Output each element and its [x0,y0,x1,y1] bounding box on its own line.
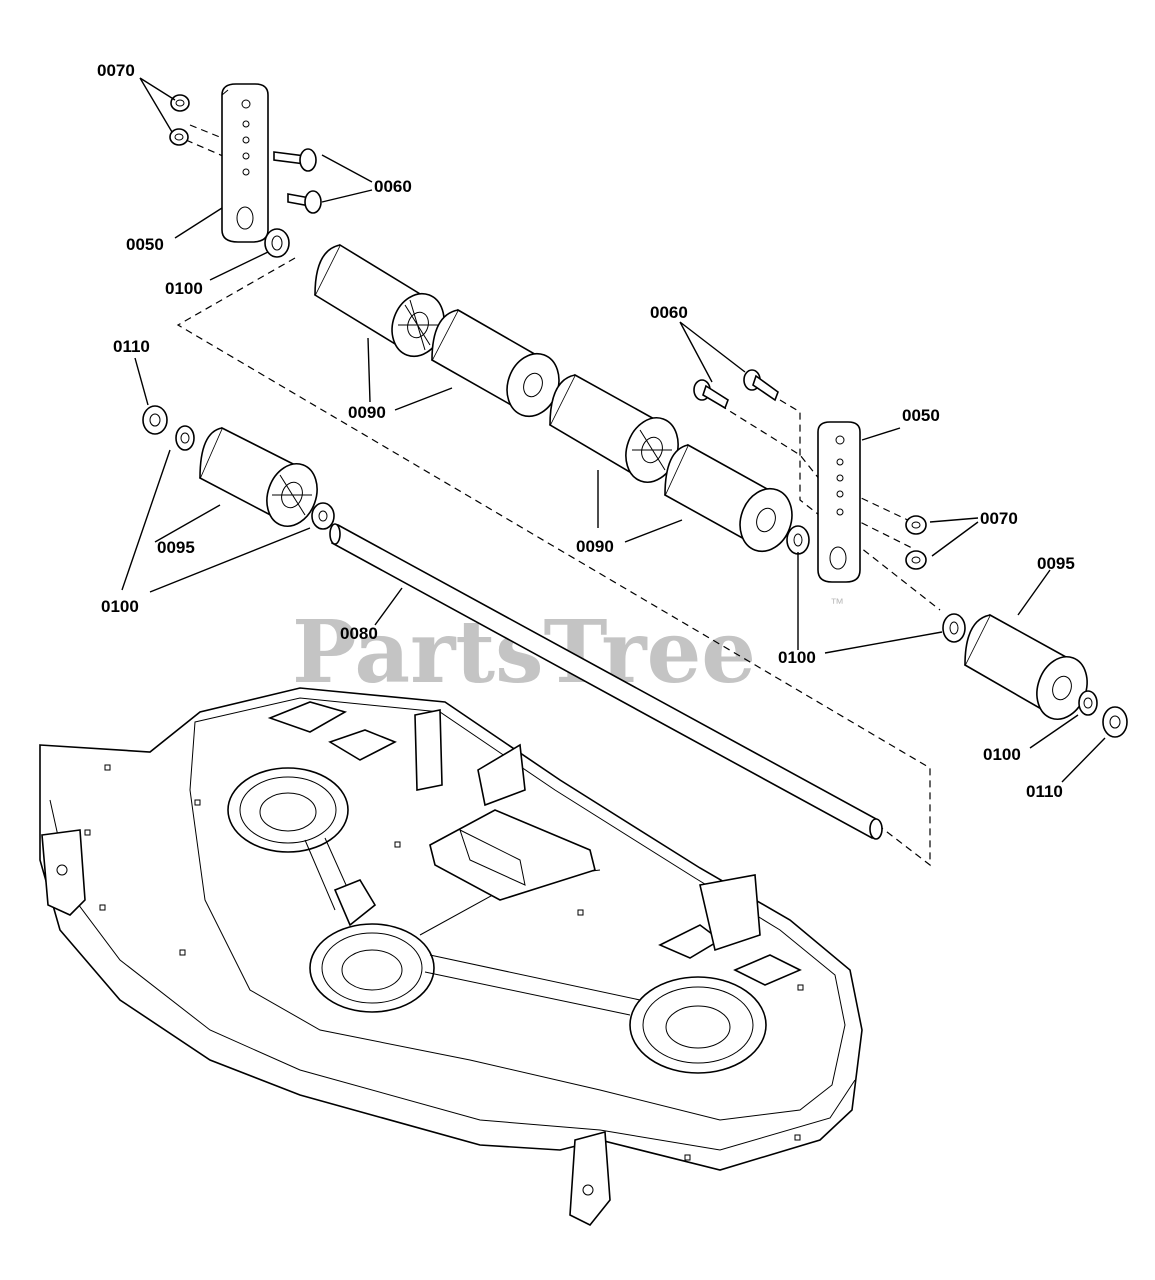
idler-bracket [333,879,377,927]
label-0095-left: 0095 [157,538,195,557]
washer-0100-top [264,228,290,258]
label-0060-left: 0060 [374,177,412,196]
washer-0100-mid [786,525,810,555]
label-0090-right: 0090 [576,537,614,556]
label-0060-right: 0060 [650,303,688,322]
label-0100-left: 0100 [101,597,139,616]
roller-0090-4 [663,443,793,553]
spindle-center [309,923,435,1013]
roller-0090-1 [313,243,445,358]
part-labels: 0070 0060 0050 0100 0110 0090 0095 0100 … [97,61,1075,801]
roller-0090-3 [548,373,679,483]
roller-0090-2 [430,308,560,418]
leader-lines [121,77,1106,783]
shaft-0080 [329,523,883,840]
watermark-text: PartsTree [292,602,756,703]
label-0090-left: 0090 [348,403,386,422]
washer-0100-right-2 [1078,690,1098,716]
rear-hitch-bracket [569,1130,611,1227]
label-0095-right: 0095 [1037,554,1075,573]
spindle-right [629,976,767,1074]
label-0100-right: 0100 [983,745,1021,764]
top-pad-2 [328,729,397,761]
washer-0100-left-1 [175,425,195,451]
bracket-left-0050 [221,83,269,243]
label-0100-top: 0100 [165,279,203,298]
label-0070-right: 0070 [980,509,1018,528]
washer-0100-left-2 [311,502,335,530]
label-0100-mid: 0100 [778,648,816,667]
washer-0100-right-1 [942,613,966,643]
bolts-right-0060 [693,369,779,410]
watermark-trademark: ™ [830,595,844,611]
label-0110-right: 0110 [1026,782,1063,801]
nuts-left-0070 [169,94,190,146]
upright-left [414,709,443,791]
nuts-right-0070 [905,515,927,570]
roller-0095-right [963,613,1088,720]
mower-deck [39,687,863,1227]
label-0080: 0080 [340,624,378,643]
label-0110-left: 0110 [113,337,150,356]
washer-0110-right [1102,706,1128,738]
top-pad-3 [733,954,802,986]
bolts-left-0060 [273,148,322,214]
label-0050-right: 0050 [902,406,940,425]
label-0070-left: 0070 [97,61,135,80]
upright-right [699,874,761,952]
washer-0110-left [142,405,168,435]
roller-0095-left [198,426,318,527]
upright-mid [477,743,526,807]
top-pad-1 [267,701,348,733]
spindle-left [227,767,349,853]
bracket-right-0050 [817,421,861,583]
label-0050-left: 0050 [126,235,164,254]
center-plate [429,809,596,901]
